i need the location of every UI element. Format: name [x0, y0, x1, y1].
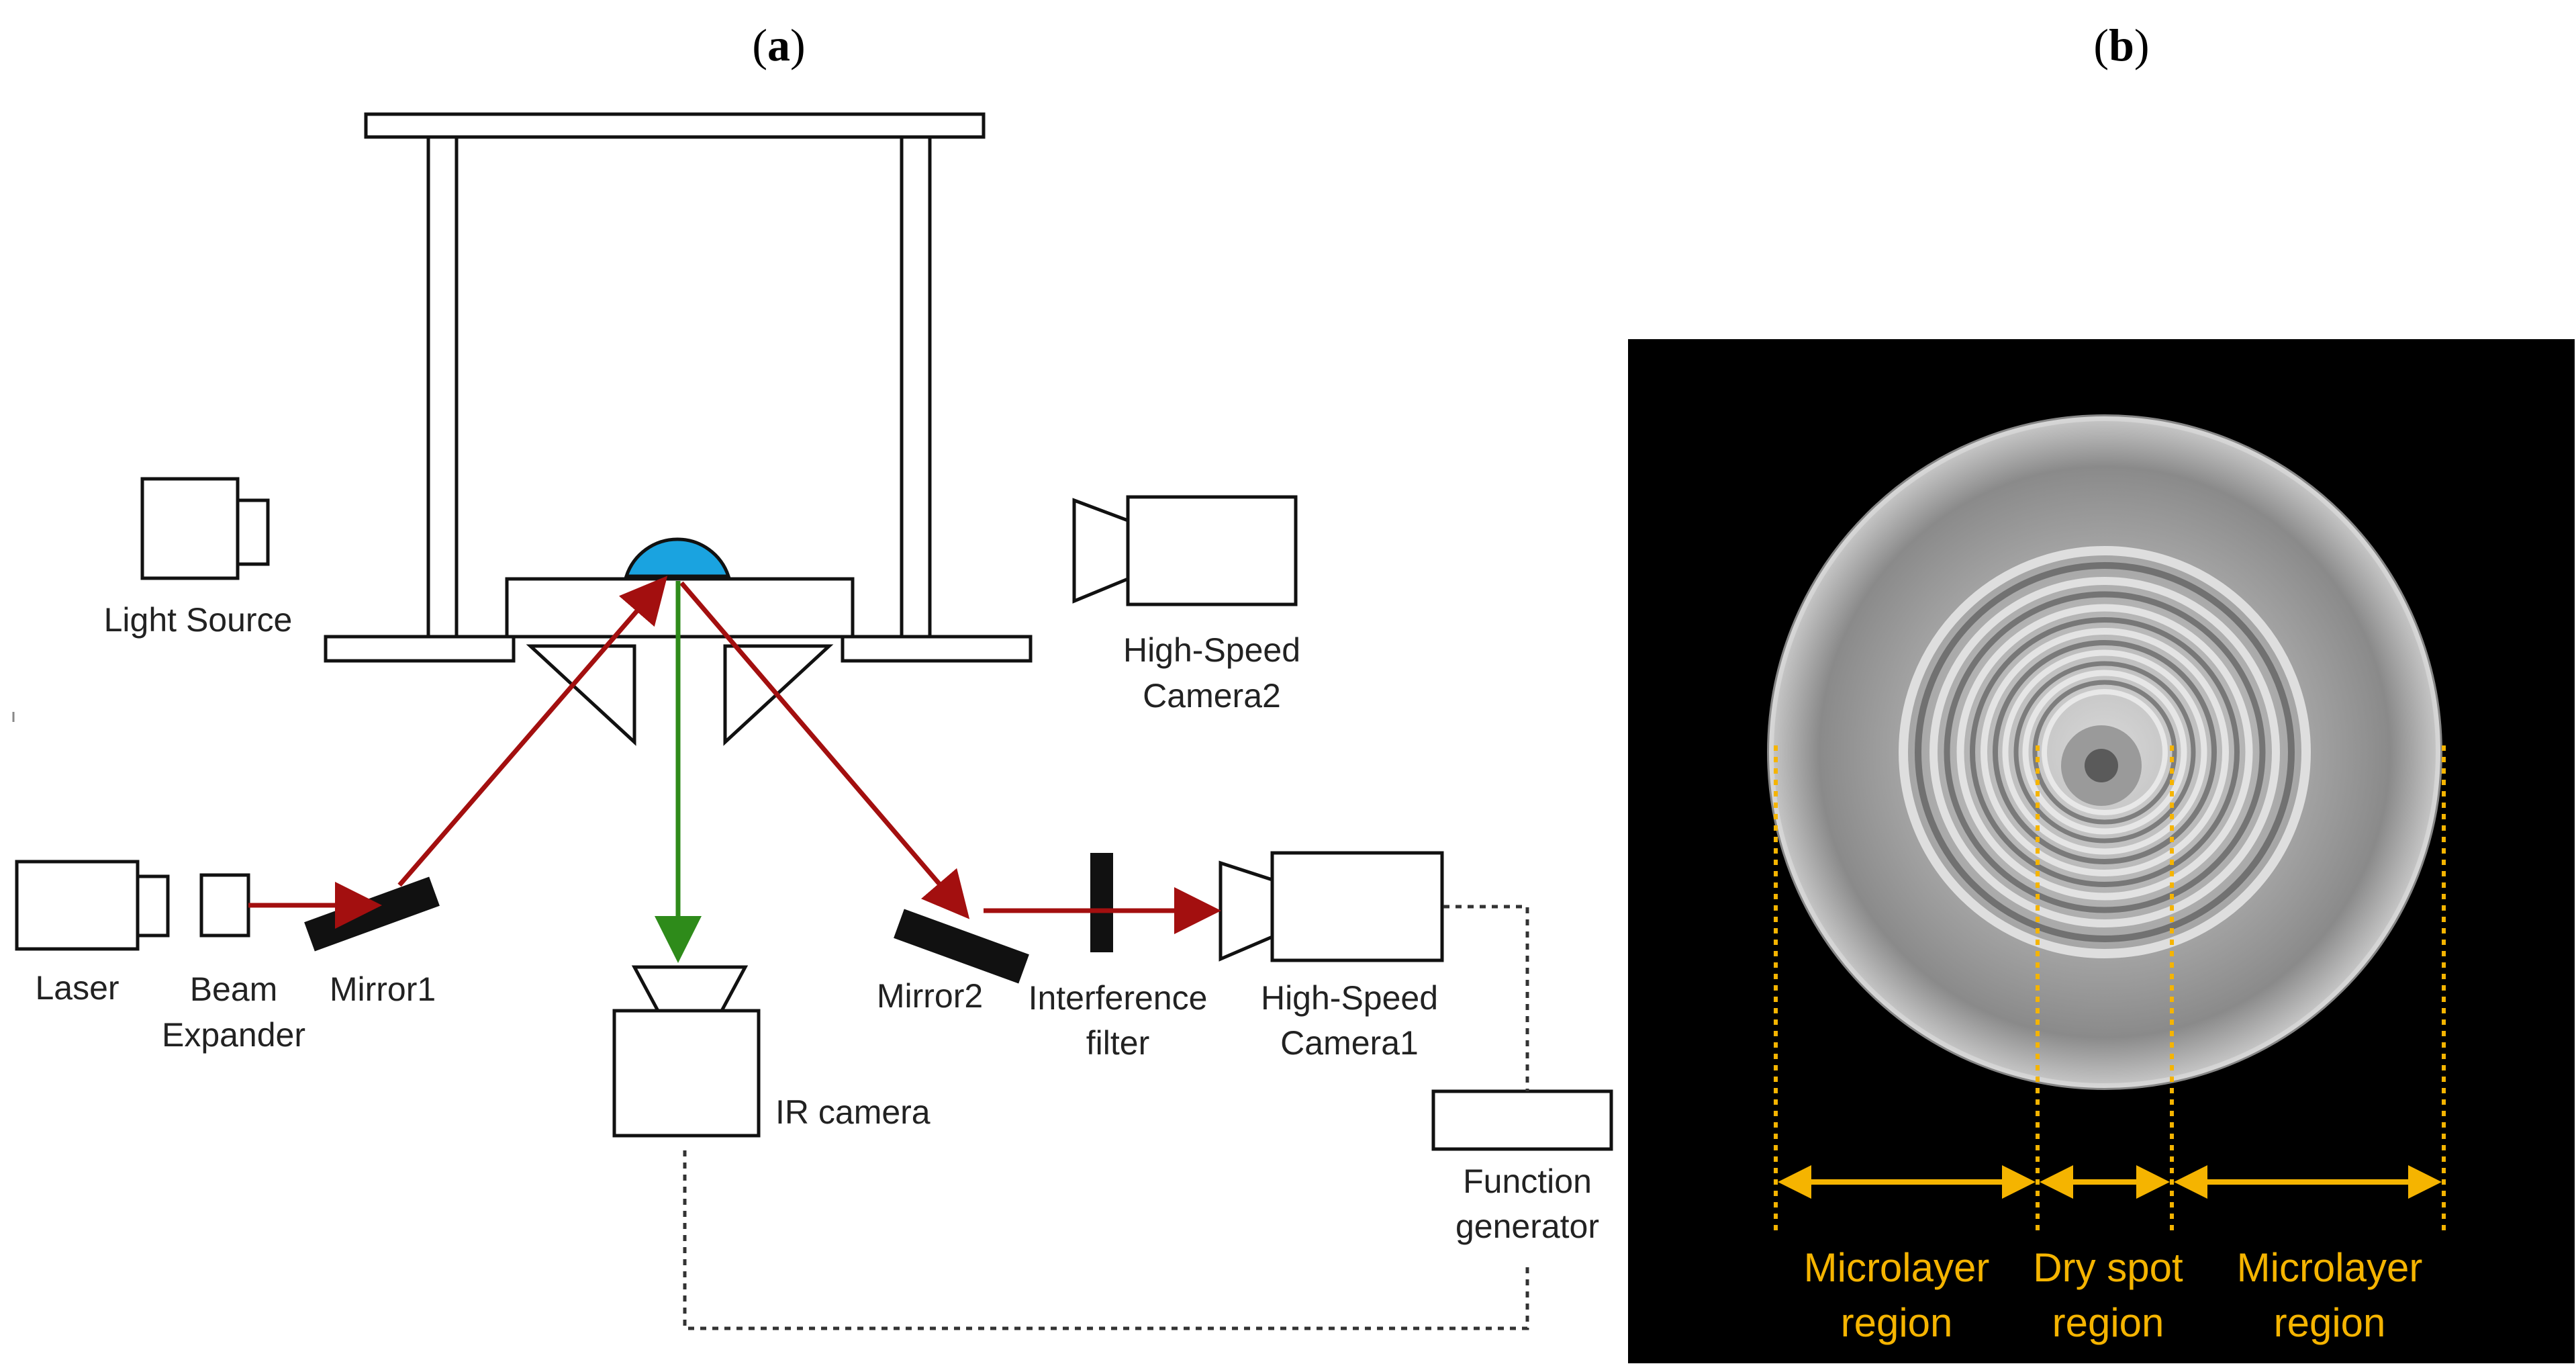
- ir-camera: [612, 965, 761, 1138]
- camera1-body: [1270, 851, 1444, 962]
- interference-filter: [1090, 853, 1113, 952]
- interference-filter-label-line1: Interference: [1029, 979, 1208, 1017]
- camera2-label-line1: High-Speed: [1123, 631, 1300, 669]
- beam-expander-label-line2: Expander: [162, 1016, 305, 1054]
- cable-ir-to-generator: [683, 1150, 1529, 1330]
- light-source-lens: [236, 498, 270, 566]
- interferogram-image: [1767, 414, 2442, 1090]
- beam-droplet-to-mirror2: [679, 581, 970, 919]
- droplet: [624, 537, 731, 578]
- interference-fringes: [1899, 546, 2311, 958]
- camera2-body: [1126, 495, 1298, 606]
- panel-b: (b): [1628, 19, 2575, 1363]
- laser-aperture: [136, 874, 170, 938]
- light-source-label: Light Source: [104, 601, 293, 639]
- function-generator-label-line2: generator: [1456, 1207, 1599, 1245]
- camera1-label-line1: High-Speed: [1261, 979, 1438, 1017]
- ir-camera-body: [612, 1009, 761, 1138]
- beam-expander-label-line1: Beam: [190, 970, 278, 1008]
- dark-fringe-shading: [1915, 562, 2295, 942]
- high-speed-camera-1: [1219, 851, 1444, 962]
- camera1-lens: [1219, 860, 1274, 962]
- left-prism: [526, 644, 636, 746]
- function-generator: [1431, 1089, 1613, 1151]
- ir-camera-lens: [631, 965, 749, 1013]
- region-1-label-line2: region: [1841, 1300, 1953, 1345]
- region-arrows: [1778, 1165, 2442, 1199]
- interference-filter-label-line2: filter: [1086, 1024, 1149, 1062]
- frame-right-post: [900, 135, 932, 639]
- panel-b-label: (b): [2093, 19, 2149, 71]
- region-2-label-line1: Dry spot: [2033, 1245, 2183, 1290]
- laser: [15, 860, 250, 951]
- frame-left-foot: [324, 635, 516, 663]
- mirror1-label: Mirror1: [330, 970, 436, 1008]
- beam-expander: [199, 873, 250, 938]
- high-speed-camera-2: [1072, 495, 1298, 606]
- camera2-lens: [1072, 498, 1130, 604]
- frame-left-post: [426, 135, 459, 639]
- function-generator-label-line1: Function: [1463, 1162, 1592, 1200]
- frame-right-foot: [841, 635, 1033, 663]
- region-3-label-line1: Microlayer: [2237, 1245, 2423, 1290]
- camera1-label-line2: Camera1: [1280, 1024, 1419, 1062]
- region-3-label-line2: region: [2274, 1300, 2386, 1345]
- region-1-label-line1: Microlayer: [1804, 1245, 1990, 1290]
- frame-top-bar: [364, 112, 986, 139]
- beam-mirror1-to-droplet: [397, 576, 668, 887]
- region-boundaries: [1774, 745, 2446, 1236]
- trigger-cables: [683, 905, 1529, 1330]
- dry-spot-core: [2085, 749, 2118, 782]
- camera2-label-line2: Camera2: [1143, 677, 1281, 715]
- disk-rim: [1767, 414, 2442, 1090]
- panel-a-label: (a): [752, 19, 805, 71]
- light-source-body: [140, 477, 240, 580]
- laser-beams: [248, 576, 1221, 934]
- region-2-label-line2: region: [2052, 1300, 2164, 1345]
- mirror-2: [894, 909, 1029, 984]
- laser-body: [15, 860, 140, 951]
- cable-camera1-to-generator: [1443, 905, 1529, 1091]
- mirror-1: [304, 876, 440, 952]
- mirror2-label: Mirror2: [877, 977, 983, 1015]
- ir-camera-label: IR camera: [775, 1093, 931, 1131]
- laser-label: Laser: [35, 969, 119, 1007]
- light-source: [140, 477, 270, 580]
- panel-a: (a) Light Source High-Speed Camera2: [12, 19, 1613, 1330]
